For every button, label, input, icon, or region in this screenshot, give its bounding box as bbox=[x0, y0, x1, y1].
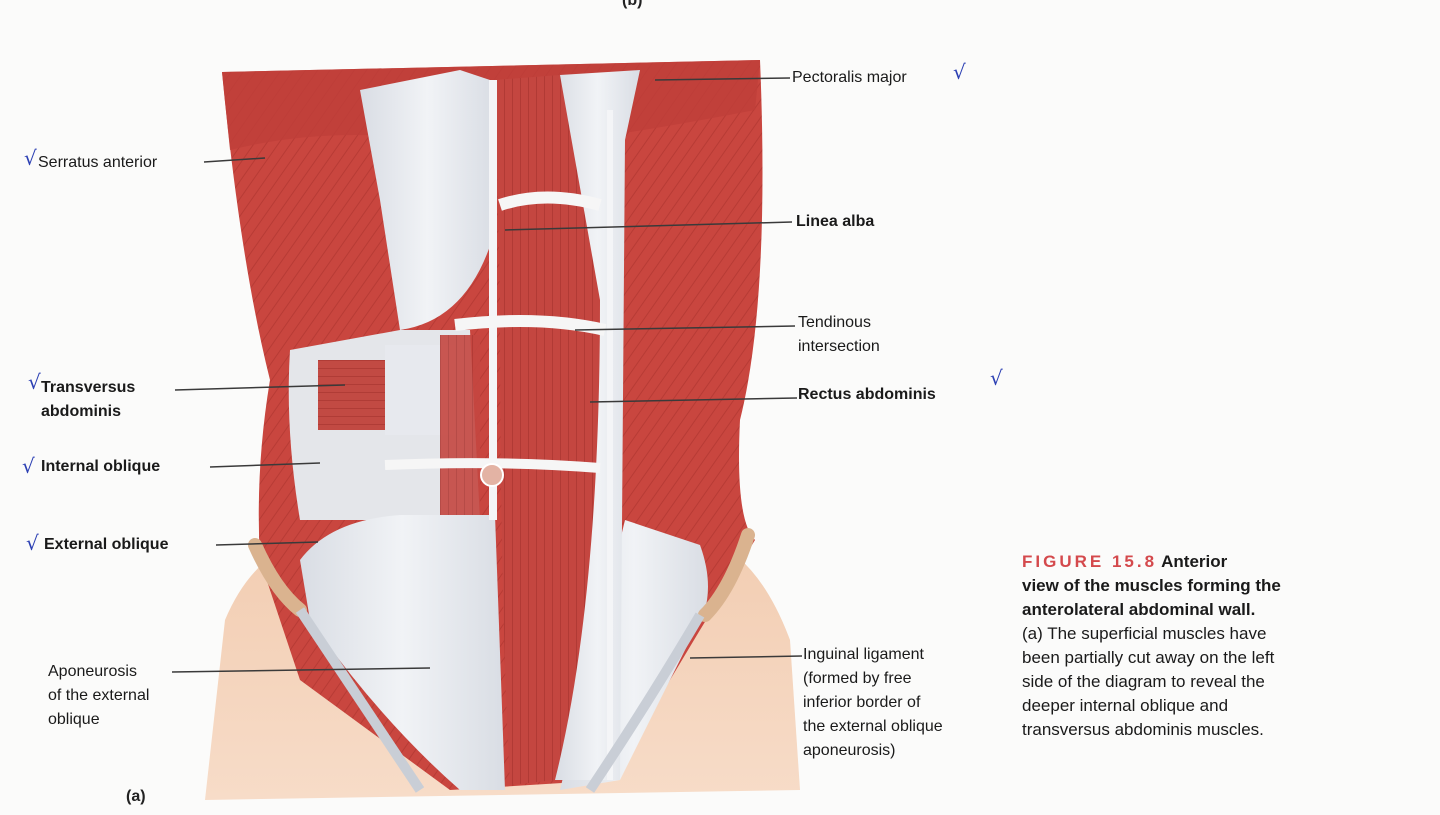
label-aponeurosis-3: oblique bbox=[48, 711, 100, 728]
tendinous-intersection-3 bbox=[384, 458, 601, 473]
figure-caption: FIGURE 15.8 Anterior view of the muscles… bbox=[1022, 550, 1422, 742]
label-aponeurosis-1: Aponeurosis bbox=[48, 663, 137, 680]
checkmark-icon: √ bbox=[22, 454, 35, 478]
label-transversus-2: abdominis bbox=[41, 403, 122, 420]
panel-label-a: (a) bbox=[126, 788, 146, 805]
label-external-oblique: External oblique bbox=[44, 536, 169, 553]
label-inguinal-3: inferior border of bbox=[803, 694, 921, 711]
inguinal-ligament-right bbox=[585, 612, 705, 793]
checkmark-icon: √ bbox=[990, 366, 1003, 390]
tendinous-intersection-1 bbox=[498, 191, 602, 211]
rectus-sheath-right bbox=[555, 70, 640, 780]
caption-body-4: deeper internal oblique and bbox=[1022, 696, 1229, 715]
top-panel-label: (b) bbox=[622, 0, 643, 9]
caption-body-5: transversus abdominis muscles. bbox=[1022, 720, 1264, 739]
iliac-crest-right bbox=[698, 528, 755, 622]
caption-line-1: FIGURE 15.8 Anterior bbox=[1022, 550, 1422, 574]
label-rectus-abdominis: Rectus abdominis bbox=[798, 386, 936, 403]
label-inguinal-4: the external oblique bbox=[803, 718, 943, 735]
tendinous-intersection-2 bbox=[454, 315, 607, 336]
transversus-muscle bbox=[318, 360, 386, 430]
label-serratus-anterior: Serratus anterior bbox=[38, 154, 158, 171]
label-pectoralis-major: Pectoralis major bbox=[792, 69, 907, 86]
caption-body-3: side of the diagram to reveal the bbox=[1022, 672, 1265, 691]
label-tendinous-2: intersection bbox=[798, 338, 880, 355]
checkmark-icon: √ bbox=[953, 60, 966, 84]
iliac-crest-left bbox=[248, 538, 307, 617]
label-tendinous-1: Tendinous bbox=[798, 314, 871, 331]
leader-lines bbox=[171, 77, 803, 673]
label-inguinal-5: aponeurosis) bbox=[803, 742, 896, 759]
rectus-abdominis-left bbox=[495, 75, 600, 785]
label-internal-oblique: Internal oblique bbox=[41, 458, 161, 475]
label-inguinal-2: (formed by free bbox=[803, 670, 912, 687]
label-aponeurosis-2: of the external bbox=[48, 687, 150, 704]
caption-body-2: been partially cut away on the left bbox=[1022, 648, 1275, 667]
inguinal-ligament-left bbox=[295, 607, 425, 793]
label-inguinal-1: Inguinal ligament bbox=[803, 646, 924, 663]
caption-title-2: view of the muscles forming the bbox=[1022, 576, 1281, 595]
umbilicus bbox=[480, 463, 504, 487]
label-transversus-1: Transversus bbox=[41, 379, 136, 396]
caption-title-3: anterolateral abdominal wall. bbox=[1022, 600, 1256, 619]
upper-fascia bbox=[360, 70, 495, 330]
caption-body-1: (a) The superficial muscles have bbox=[1022, 624, 1267, 643]
checkmark-icon: √ bbox=[28, 370, 41, 394]
checkmark-icon: √ bbox=[26, 531, 39, 555]
figure-number: FIGURE 15.8 bbox=[1022, 552, 1158, 571]
label-linea-alba: Linea alba bbox=[796, 213, 875, 230]
checkmark-icon: √ bbox=[24, 146, 37, 170]
caption-title-1: Anterior bbox=[1157, 552, 1228, 571]
lower-aponeurosis bbox=[300, 515, 505, 790]
